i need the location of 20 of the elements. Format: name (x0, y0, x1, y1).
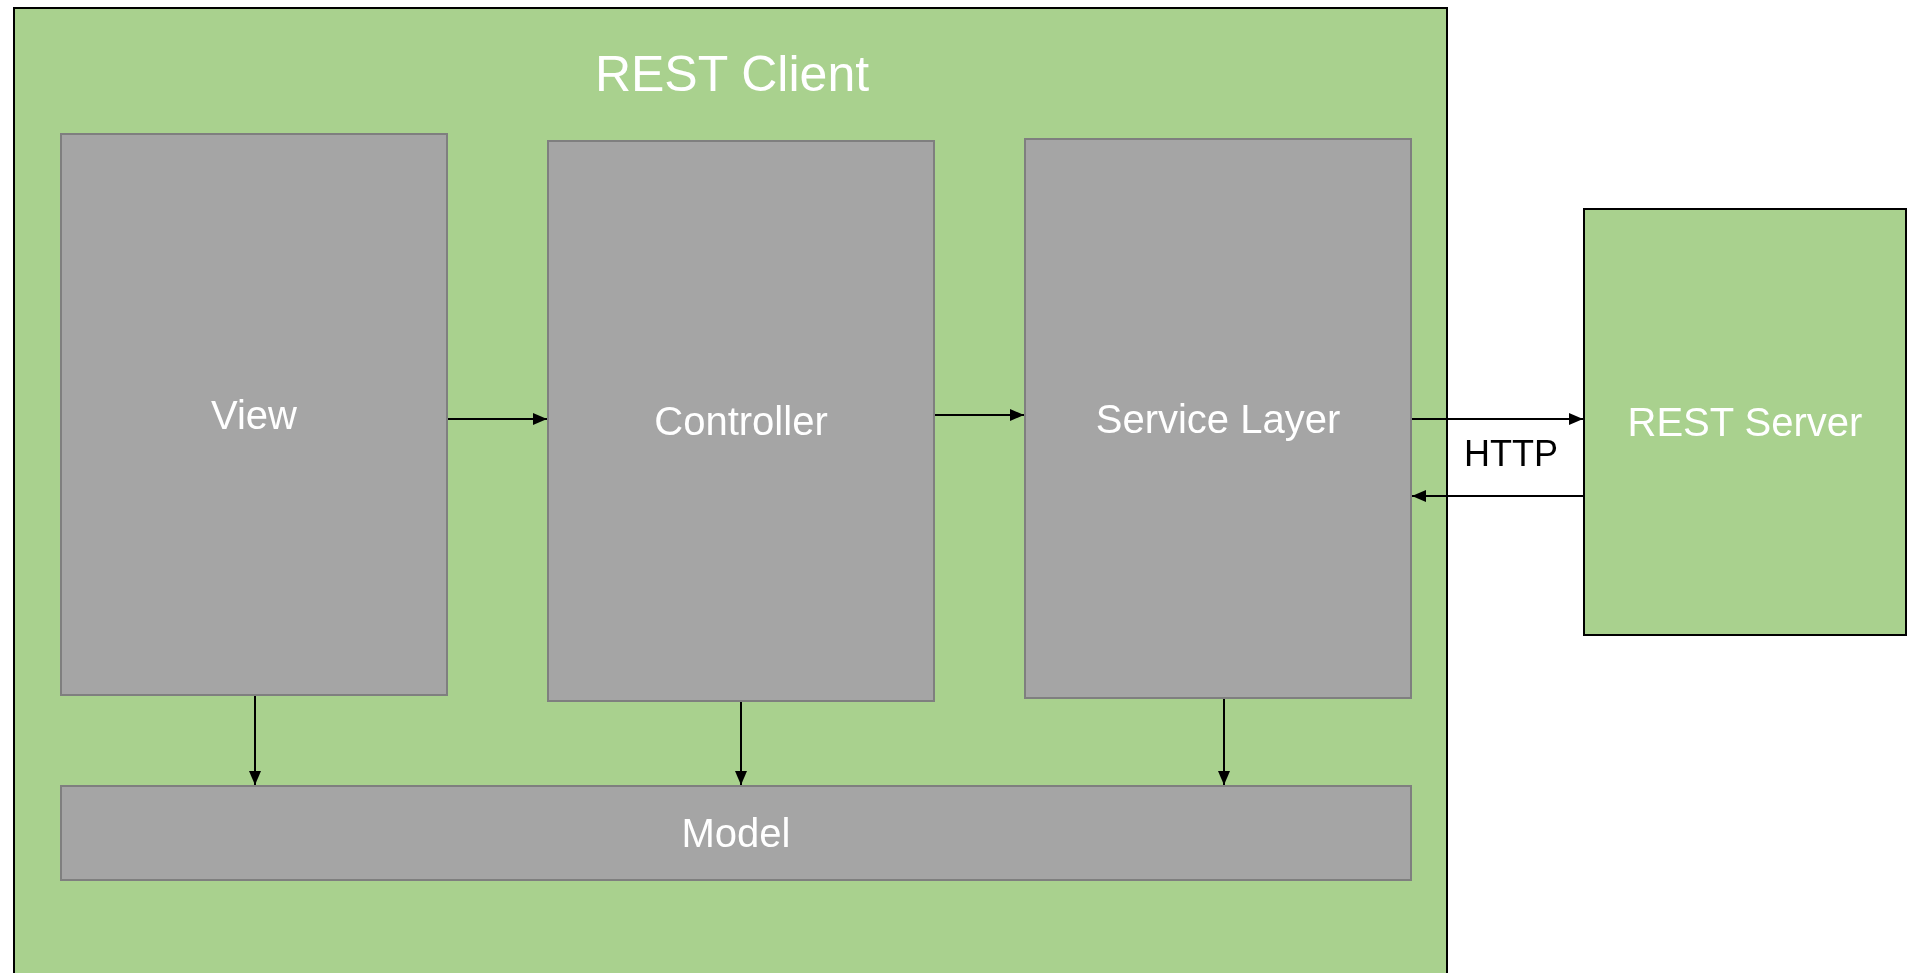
container-title: REST Client (594, 45, 870, 104)
arrow (249, 695, 261, 786)
component-box (547, 140, 935, 702)
box-label: Controller (654, 398, 828, 445)
box-label: Service Layer (1095, 395, 1341, 443)
server-box (1583, 208, 1907, 636)
box-label: Model (681, 810, 791, 857)
component-box (1024, 138, 1412, 699)
client-container (13, 7, 1448, 973)
arrow (735, 701, 747, 786)
component-box (60, 133, 448, 696)
arrow (934, 409, 1025, 421)
arrow (1218, 698, 1230, 786)
arrow (1411, 413, 1584, 425)
arrow (1411, 490, 1584, 502)
arrow (447, 413, 548, 425)
protocol-label: HTTP (1464, 432, 1558, 476)
box-label: View (211, 391, 297, 439)
component-box (60, 785, 1412, 881)
box-label: REST Server (1627, 399, 1863, 446)
